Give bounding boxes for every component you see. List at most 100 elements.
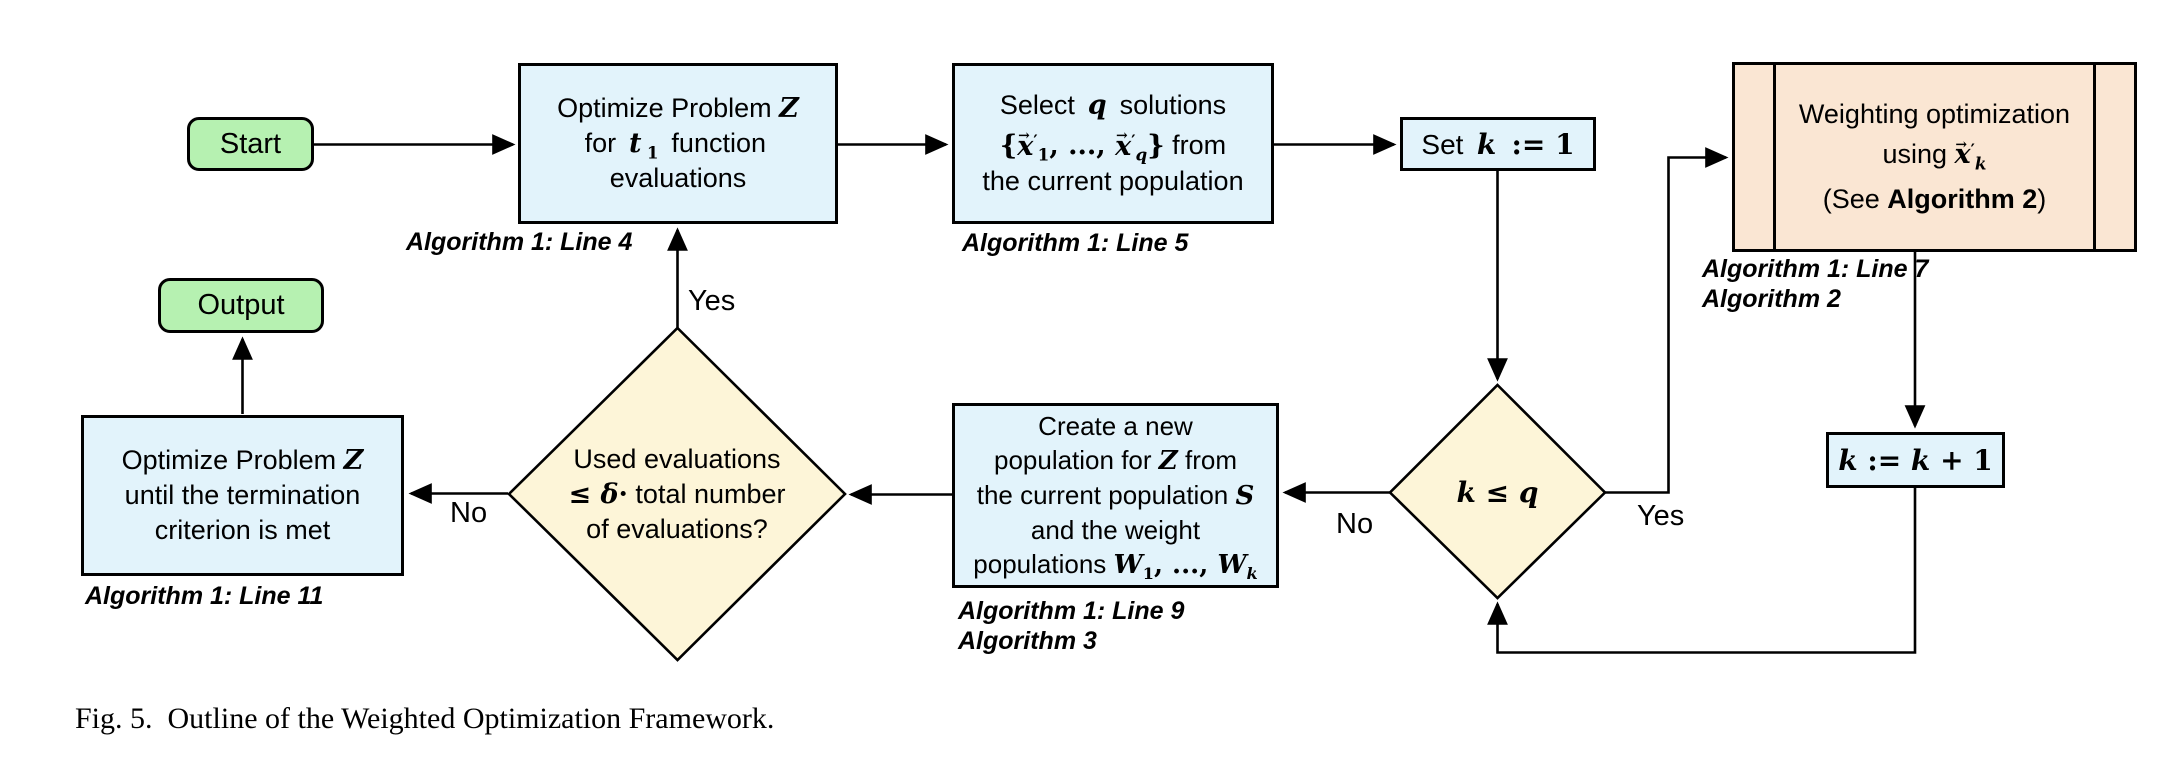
node-line: {x′1, ..., x′q} from (999, 119, 1227, 165)
text-run: Select (999, 90, 1083, 121)
optimize-termination-node: Optimize Problem Z until the termination… (81, 415, 404, 576)
algorithm-2-ref: Algorithm 2 (1887, 184, 2038, 215)
math-subscript: 1 (1037, 144, 1050, 165)
math-symbol-k: k (1910, 443, 1931, 477)
node-line: Select q solutions (1000, 88, 1226, 123)
node-line: Optimize Problem Z (557, 91, 799, 126)
node-line: of evaluations? (586, 513, 768, 544)
text-run: for (584, 128, 624, 158)
output-node: Output (158, 278, 324, 333)
text-run: the current population (976, 480, 1236, 510)
annotation-line: Algorithm 3 (958, 627, 1097, 655)
eval-decision-node: Used evaluations ≤ δ· total number of ev… (517, 443, 837, 545)
math-subscript: 1 (1142, 564, 1154, 584)
node-line: evaluations (609, 163, 747, 193)
math-ellipsis: , ..., (1153, 550, 1218, 580)
math-leq: ≤ (1475, 476, 1519, 509)
node-line: population for Z from (994, 443, 1237, 478)
math-symbol-k: k (1838, 443, 1858, 477)
math-symbol-delta: δ (600, 478, 619, 510)
edge-label-yes-k: Yes (1637, 500, 1685, 532)
weighting-optimization-node: Weighting optimization using x′k (See Al… (1732, 62, 2137, 252)
text-run: (See (1822, 184, 1888, 215)
annotation-line9: Algorithm 1: Line 9 Algorithm 3 (958, 596, 1184, 656)
text-run: population for (993, 445, 1159, 475)
node-line: Used evaluations (573, 443, 781, 474)
node-line: (See Algorithm 2) (1823, 182, 2047, 217)
annotation-line4: Algorithm 1: Line 4 (406, 228, 633, 256)
math-plus-one: + 1 (1930, 443, 1993, 477)
math-symbol-q: q (1518, 476, 1539, 509)
text-run: ) (2037, 184, 2047, 215)
math-vector-x: x (1017, 119, 1033, 164)
math-symbol-z: Z (1158, 446, 1178, 476)
node-line: the current population S (977, 478, 1255, 513)
text-run: function (663, 128, 766, 158)
text-run: total number (627, 478, 786, 509)
math-vector-x: x (1955, 128, 1971, 172)
math-prime: ′ (1970, 139, 1975, 159)
node-line: k ≤ q (1457, 476, 1539, 509)
math-symbol-k: k (1476, 127, 1497, 161)
node-line: using x′k (1882, 128, 1987, 174)
math-subscript: k (1974, 153, 1987, 174)
annotation-line: Algorithm 2 (1702, 285, 1841, 313)
annotation-line11: Algorithm 1: Line 11 (85, 582, 324, 610)
node-line: the current population (982, 165, 1244, 196)
math-symbol-t: t (629, 128, 642, 159)
math-cdot: · (618, 478, 628, 510)
math-assign: := (1857, 443, 1911, 477)
k-increment-node: k := k + 1 (1826, 432, 2005, 488)
text-run: Optimize Problem (557, 93, 780, 123)
node-line: ≤ δ· total number (568, 477, 785, 512)
math-subscript: k (1246, 564, 1258, 584)
node-line: k := k + 1 (1838, 444, 1993, 477)
math-symbol-k: k (1456, 476, 1476, 509)
math-symbol-q: q (1087, 90, 1107, 122)
connector-kincrement-kdecision (1487, 488, 1917, 654)
node-line: until the termination (124, 480, 361, 510)
node-line: Create a new (1038, 411, 1193, 441)
math-symbol-w: W (1113, 550, 1143, 580)
node-line: criterion is met (154, 515, 331, 545)
math-subscript: 1 (646, 142, 659, 163)
math-symbol-s: S (1235, 481, 1255, 511)
k-decision-shape (1388, 383, 1607, 600)
edge-label-yes-eval: Yes (688, 285, 736, 317)
output-label: Output (197, 289, 285, 321)
text-run: Set (1421, 128, 1472, 160)
edge-label-no-k: No (1336, 508, 1374, 540)
text-run: from (1164, 130, 1227, 161)
node-line: populations W1, ..., Wk (973, 547, 1257, 582)
annotation-line7: Algorithm 1: Line 7 Algorithm 2 (1702, 254, 1928, 314)
node-line: and the weight (1030, 515, 1201, 545)
node-line: Optimize Problem Z (122, 443, 364, 478)
math-symbol-z: Z (779, 93, 799, 124)
set-k-node: Set k := 1 (1400, 117, 1596, 171)
text-run: from (1177, 445, 1237, 475)
node-line: Set k := 1 (1421, 128, 1574, 161)
connector-kdecision-weighting-yes (1605, 147, 1729, 494)
math-subscript: q (1135, 144, 1148, 165)
math-prime: ′ (1033, 131, 1038, 151)
create-population-node: Create a new population for Z from the c… (952, 403, 1279, 588)
math-symbol-w: W (1217, 550, 1247, 580)
text-run: Optimize Problem (121, 445, 344, 475)
select-solutions-node: Select q solutions {x′1, ..., x′q} from … (952, 63, 1274, 224)
math-leq: ≤ (568, 478, 601, 510)
eval-decision-shape (507, 326, 847, 662)
math-vector-x: x (1115, 119, 1131, 164)
text-run: using (1882, 139, 1955, 170)
math-ellipsis: , ..., (1049, 130, 1116, 162)
math-brace: } (1147, 130, 1165, 162)
math-assign: := 1 (1501, 127, 1575, 161)
math-prime: ′ (1131, 131, 1136, 151)
annotation-line: Algorithm 1: Line 7 (1702, 255, 1929, 283)
annotation-line: Algorithm 1: Line 9 (958, 597, 1185, 625)
start-label: Start (219, 127, 282, 160)
math-brace: { (999, 130, 1018, 162)
